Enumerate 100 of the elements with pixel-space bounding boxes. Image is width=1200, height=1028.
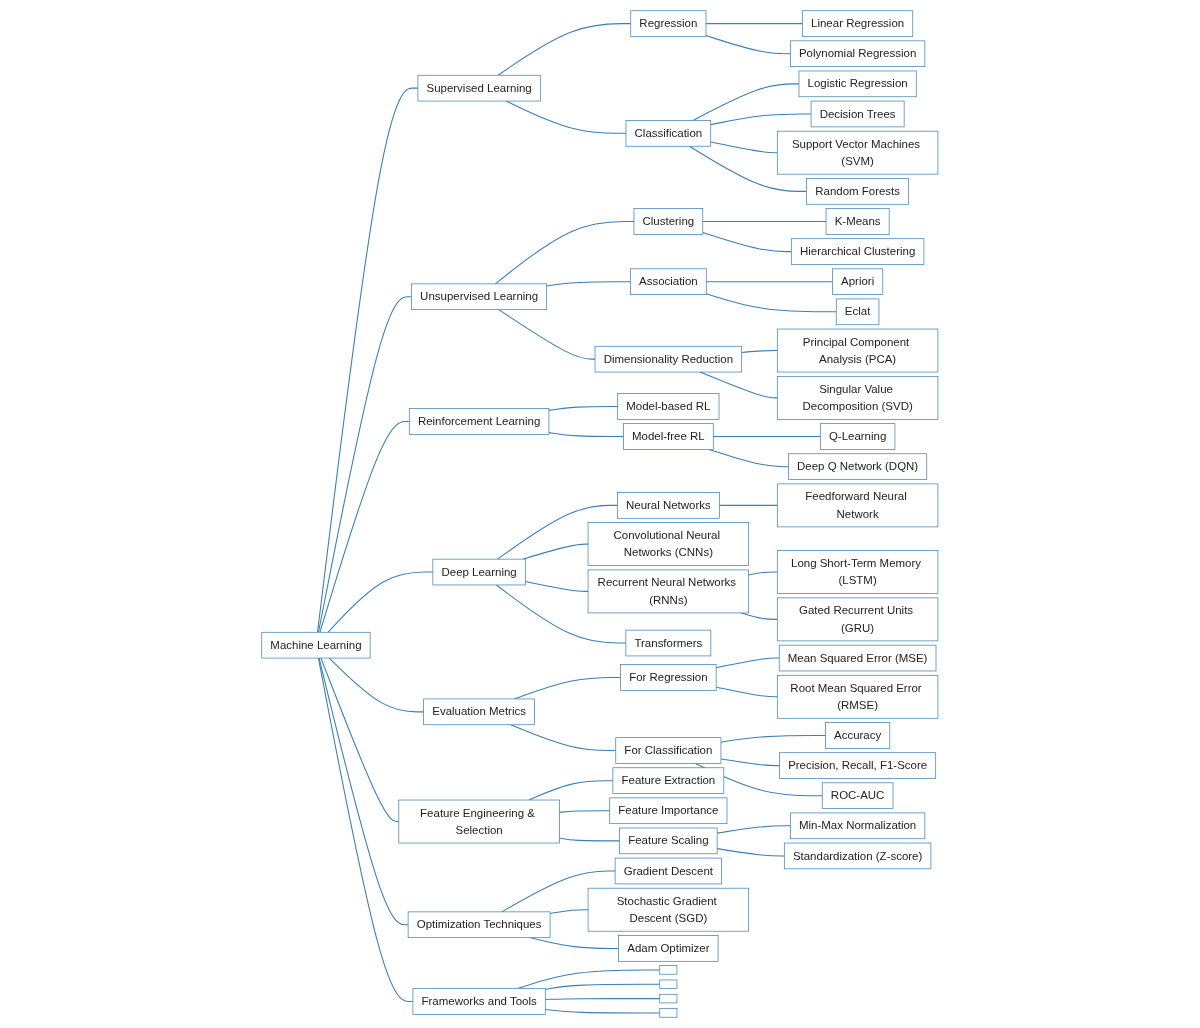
node-box: For Regression: [620, 664, 717, 691]
connector: [720, 758, 781, 767]
node-box: Recurrent Neural Networks (RNNs): [587, 569, 750, 614]
connector: [559, 810, 611, 813]
node-box: Reinforcement Learning: [409, 408, 550, 435]
connector: [497, 23, 632, 76]
node-box: Supervised Learning: [417, 74, 541, 102]
node-box: Association: [630, 268, 707, 295]
node-box: Hierarchical Clustering: [791, 238, 925, 265]
node-box: Polynomial Regression: [790, 40, 926, 68]
node-box: Feature Extraction: [612, 767, 725, 794]
connector: [548, 405, 619, 411]
node-box: Regression: [630, 10, 707, 37]
node-box: Deep Learning: [432, 558, 526, 586]
node-box: Feature Engineering & Selection: [398, 799, 560, 844]
connector: [702, 220, 827, 223]
node-box: Optimization Techniques: [407, 911, 551, 939]
connector: [544, 998, 661, 1000]
node-box: Stochastic Gradient Descent (SGD): [587, 887, 750, 932]
node-box: Min-Max Normalization: [790, 812, 926, 840]
connector: [501, 870, 616, 913]
node-box: Adam Optimizer: [618, 935, 719, 962]
node-box: Accuracy: [825, 722, 891, 749]
connector: [712, 436, 822, 438]
node-box: Linear Regression: [802, 10, 914, 37]
connector: [318, 657, 414, 1002]
node-box: Eclat: [836, 298, 880, 326]
connector: [719, 504, 779, 506]
node-box: Convolutional Neural Networks (CNNs): [587, 522, 750, 566]
connector: [524, 581, 589, 592]
connector: [741, 350, 779, 354]
node-box: Evaluation Metrics: [423, 698, 536, 726]
connector: [689, 145, 808, 192]
connector: [319, 420, 410, 633]
connector: [705, 281, 834, 283]
connector: [495, 584, 627, 644]
node-box: Classification: [625, 120, 712, 147]
connector: [705, 293, 837, 313]
node-box: Logistic Regression: [798, 70, 917, 98]
node-box: Root Mean Squared Error (RMSE): [777, 674, 939, 719]
node-box: ROC-AUC: [822, 782, 894, 809]
connector: [720, 735, 827, 743]
connector: [318, 296, 413, 633]
node-box: Apriori: [832, 268, 884, 295]
node-box: Unsupervised Learning: [411, 283, 548, 311]
connector: [528, 780, 614, 801]
node-box: Standardization (Z-score): [784, 842, 932, 870]
connector: [692, 83, 800, 121]
node-box: [659, 979, 678, 989]
node-box: [659, 1008, 678, 1018]
connector: [497, 504, 619, 560]
connector: [544, 1008, 661, 1014]
connector: [716, 848, 785, 857]
node-box: Mean Squared Error (MSE): [779, 644, 937, 672]
node-box: Transformers: [625, 629, 712, 657]
connector: [317, 87, 419, 633]
connector: [318, 657, 409, 926]
connector: [549, 909, 589, 914]
connector: [716, 825, 792, 834]
connector: [702, 231, 793, 253]
node-box: [659, 993, 678, 1004]
connector: [320, 657, 400, 823]
node-box: Model-free RL: [623, 423, 714, 450]
node-box: Model-based RL: [617, 393, 720, 420]
node-box: Feature Scaling: [619, 827, 718, 855]
connector: [510, 724, 617, 752]
connector: [544, 983, 661, 990]
connector: [705, 23, 804, 25]
node-box: For Classification: [615, 737, 722, 764]
node-box: Q-Learning: [820, 423, 896, 450]
node-box: Long Short-Term Memory (LSTM): [777, 550, 939, 594]
node-box: Frameworks and Tools: [412, 988, 546, 1015]
node-box: Machine Learning: [261, 631, 371, 659]
node-box: Clustering: [633, 208, 704, 235]
node-box: Dimensionality Reduction: [594, 345, 743, 373]
connector: [705, 35, 792, 55]
connector: [710, 141, 779, 154]
connector: [559, 837, 621, 842]
connector: [546, 281, 632, 287]
node-box: [659, 965, 678, 975]
node-box: Gated Recurrent Units (GRU): [777, 597, 939, 642]
connector: [494, 220, 635, 285]
node-box: Deep Q Network (DQN): [788, 453, 928, 480]
connector: [327, 571, 434, 633]
node-box: Gradient Descent: [614, 857, 723, 885]
node-box: Feedforward Neural Network: [777, 483, 939, 528]
connector: [498, 309, 596, 360]
node-box: Neural Networks: [617, 492, 720, 519]
node-box: Decision Trees: [810, 100, 905, 128]
connector: [328, 657, 425, 713]
connector: [715, 686, 779, 698]
node-box: Precision, Recall, F1-Score: [779, 752, 937, 779]
node-box: K-Means: [825, 208, 890, 235]
connector: [710, 113, 812, 126]
node-box: Singular Value Decomposition (SVD): [777, 376, 939, 420]
connector: [715, 657, 780, 669]
node-box: Principal Component Analysis (PCA): [777, 328, 939, 373]
connector: [748, 571, 779, 576]
connector: [548, 432, 625, 438]
node-box: Random Forests: [806, 178, 910, 205]
